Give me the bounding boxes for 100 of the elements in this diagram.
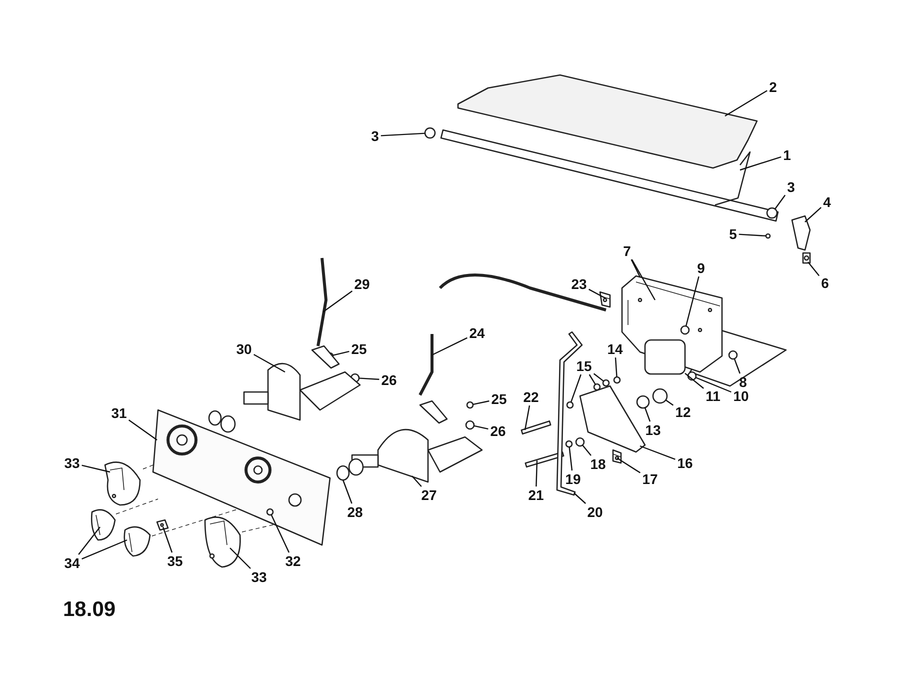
- leader-line: [684, 372, 704, 389]
- callout-number: 10: [733, 388, 749, 404]
- leader-line: [574, 492, 586, 504]
- clip: [156, 519, 169, 531]
- flap-panel: [457, 74, 758, 169]
- callout-number: 13: [645, 422, 661, 438]
- callout-number: 15: [576, 358, 592, 374]
- leader-line: [588, 374, 596, 385]
- leader-line: [630, 259, 641, 278]
- leader-line: [536, 460, 538, 487]
- callout-number: 17: [642, 472, 658, 486]
- callout-number: 23: [571, 276, 587, 292]
- callout-number: 26: [490, 424, 506, 438]
- washer: [424, 127, 436, 139]
- control-knob: [104, 462, 141, 506]
- leader-line: [804, 206, 822, 222]
- cable: [418, 334, 434, 396]
- leader-line: [412, 476, 422, 487]
- callout-number: 22: [523, 390, 539, 404]
- washer: [575, 437, 585, 447]
- callout-number: 3: [371, 128, 379, 144]
- callout-number: 21: [528, 488, 544, 502]
- leader-line: [128, 420, 158, 440]
- bracket: [791, 215, 811, 251]
- callout-number: 28: [347, 504, 363, 520]
- callout-number: 8: [739, 374, 747, 390]
- callout-number: 1: [783, 148, 791, 162]
- callout-number: 33: [64, 456, 80, 470]
- leader-line: [322, 290, 353, 312]
- callout-number: 24: [469, 326, 485, 340]
- callout-number: 5: [729, 226, 737, 242]
- leader-line: [474, 425, 488, 430]
- nut: [687, 371, 697, 381]
- callout-number: 20: [587, 504, 603, 520]
- clip: [612, 449, 622, 464]
- callout-number: 14: [607, 342, 623, 356]
- leader-line: [472, 400, 490, 405]
- leader-line: [808, 262, 820, 276]
- leader-line: [631, 259, 656, 300]
- heater-valve: [351, 400, 483, 483]
- control-knob: [204, 516, 241, 568]
- callout-number: 25: [351, 342, 367, 356]
- lever-plate: [579, 385, 646, 453]
- leader-line: [665, 400, 674, 406]
- callout-number: 12: [675, 404, 691, 420]
- leader-line: [582, 444, 592, 456]
- callout-number: 27: [421, 488, 437, 502]
- leader-line: [774, 194, 786, 210]
- callout-number: 18: [590, 456, 606, 472]
- leader-line: [358, 378, 380, 380]
- leader-line: [82, 539, 128, 560]
- leader-line: [738, 234, 766, 236]
- leader-line: [78, 526, 100, 555]
- nut-and-washer: [336, 458, 364, 481]
- leader-line: [162, 526, 173, 553]
- washer: [602, 379, 610, 387]
- washer: [593, 383, 601, 391]
- leader-line: [685, 276, 700, 326]
- leader-line: [230, 548, 251, 569]
- callout-number: 25: [491, 392, 507, 406]
- nut: [728, 350, 738, 360]
- leader-line: [380, 132, 426, 136]
- callout-number: 2: [769, 80, 777, 94]
- clip: [802, 252, 811, 264]
- leader-line: [342, 480, 352, 504]
- leader-line: [82, 464, 110, 473]
- bush: [652, 388, 668, 404]
- callout-number: 4: [823, 194, 831, 210]
- callout-number: 34: [64, 556, 80, 570]
- callout-number: 33: [251, 570, 267, 584]
- callout-number: 6: [821, 276, 829, 290]
- cable: [316, 258, 328, 346]
- leader-line: [695, 376, 732, 393]
- callout-number: 9: [697, 260, 705, 276]
- flap-rod: [440, 129, 779, 222]
- washer: [566, 401, 574, 409]
- leader-line: [644, 408, 651, 422]
- leader-line: [524, 405, 530, 430]
- leader-line: [616, 458, 641, 474]
- callout-number: 3: [787, 180, 795, 194]
- control-panel: [152, 409, 331, 546]
- callout-number: 29: [354, 276, 370, 292]
- callout-number: 30: [236, 342, 252, 356]
- leader-line: [593, 373, 604, 382]
- nut: [565, 440, 573, 448]
- callout-number: 35: [167, 554, 183, 568]
- callout-number: 26: [381, 372, 397, 388]
- callout-number: 7: [623, 244, 631, 258]
- leader-line: [724, 90, 768, 117]
- callout-number: 16: [677, 456, 693, 470]
- leader-line: [270, 514, 290, 553]
- leader-line: [254, 354, 286, 373]
- control-knob: [124, 526, 151, 557]
- control-knob: [90, 509, 116, 541]
- spring: [636, 395, 650, 409]
- pin: [520, 420, 552, 435]
- callout-number: 32: [285, 554, 301, 568]
- leader-line: [568, 446, 573, 471]
- leader-line: [640, 445, 676, 460]
- callout-number: 19: [565, 472, 581, 486]
